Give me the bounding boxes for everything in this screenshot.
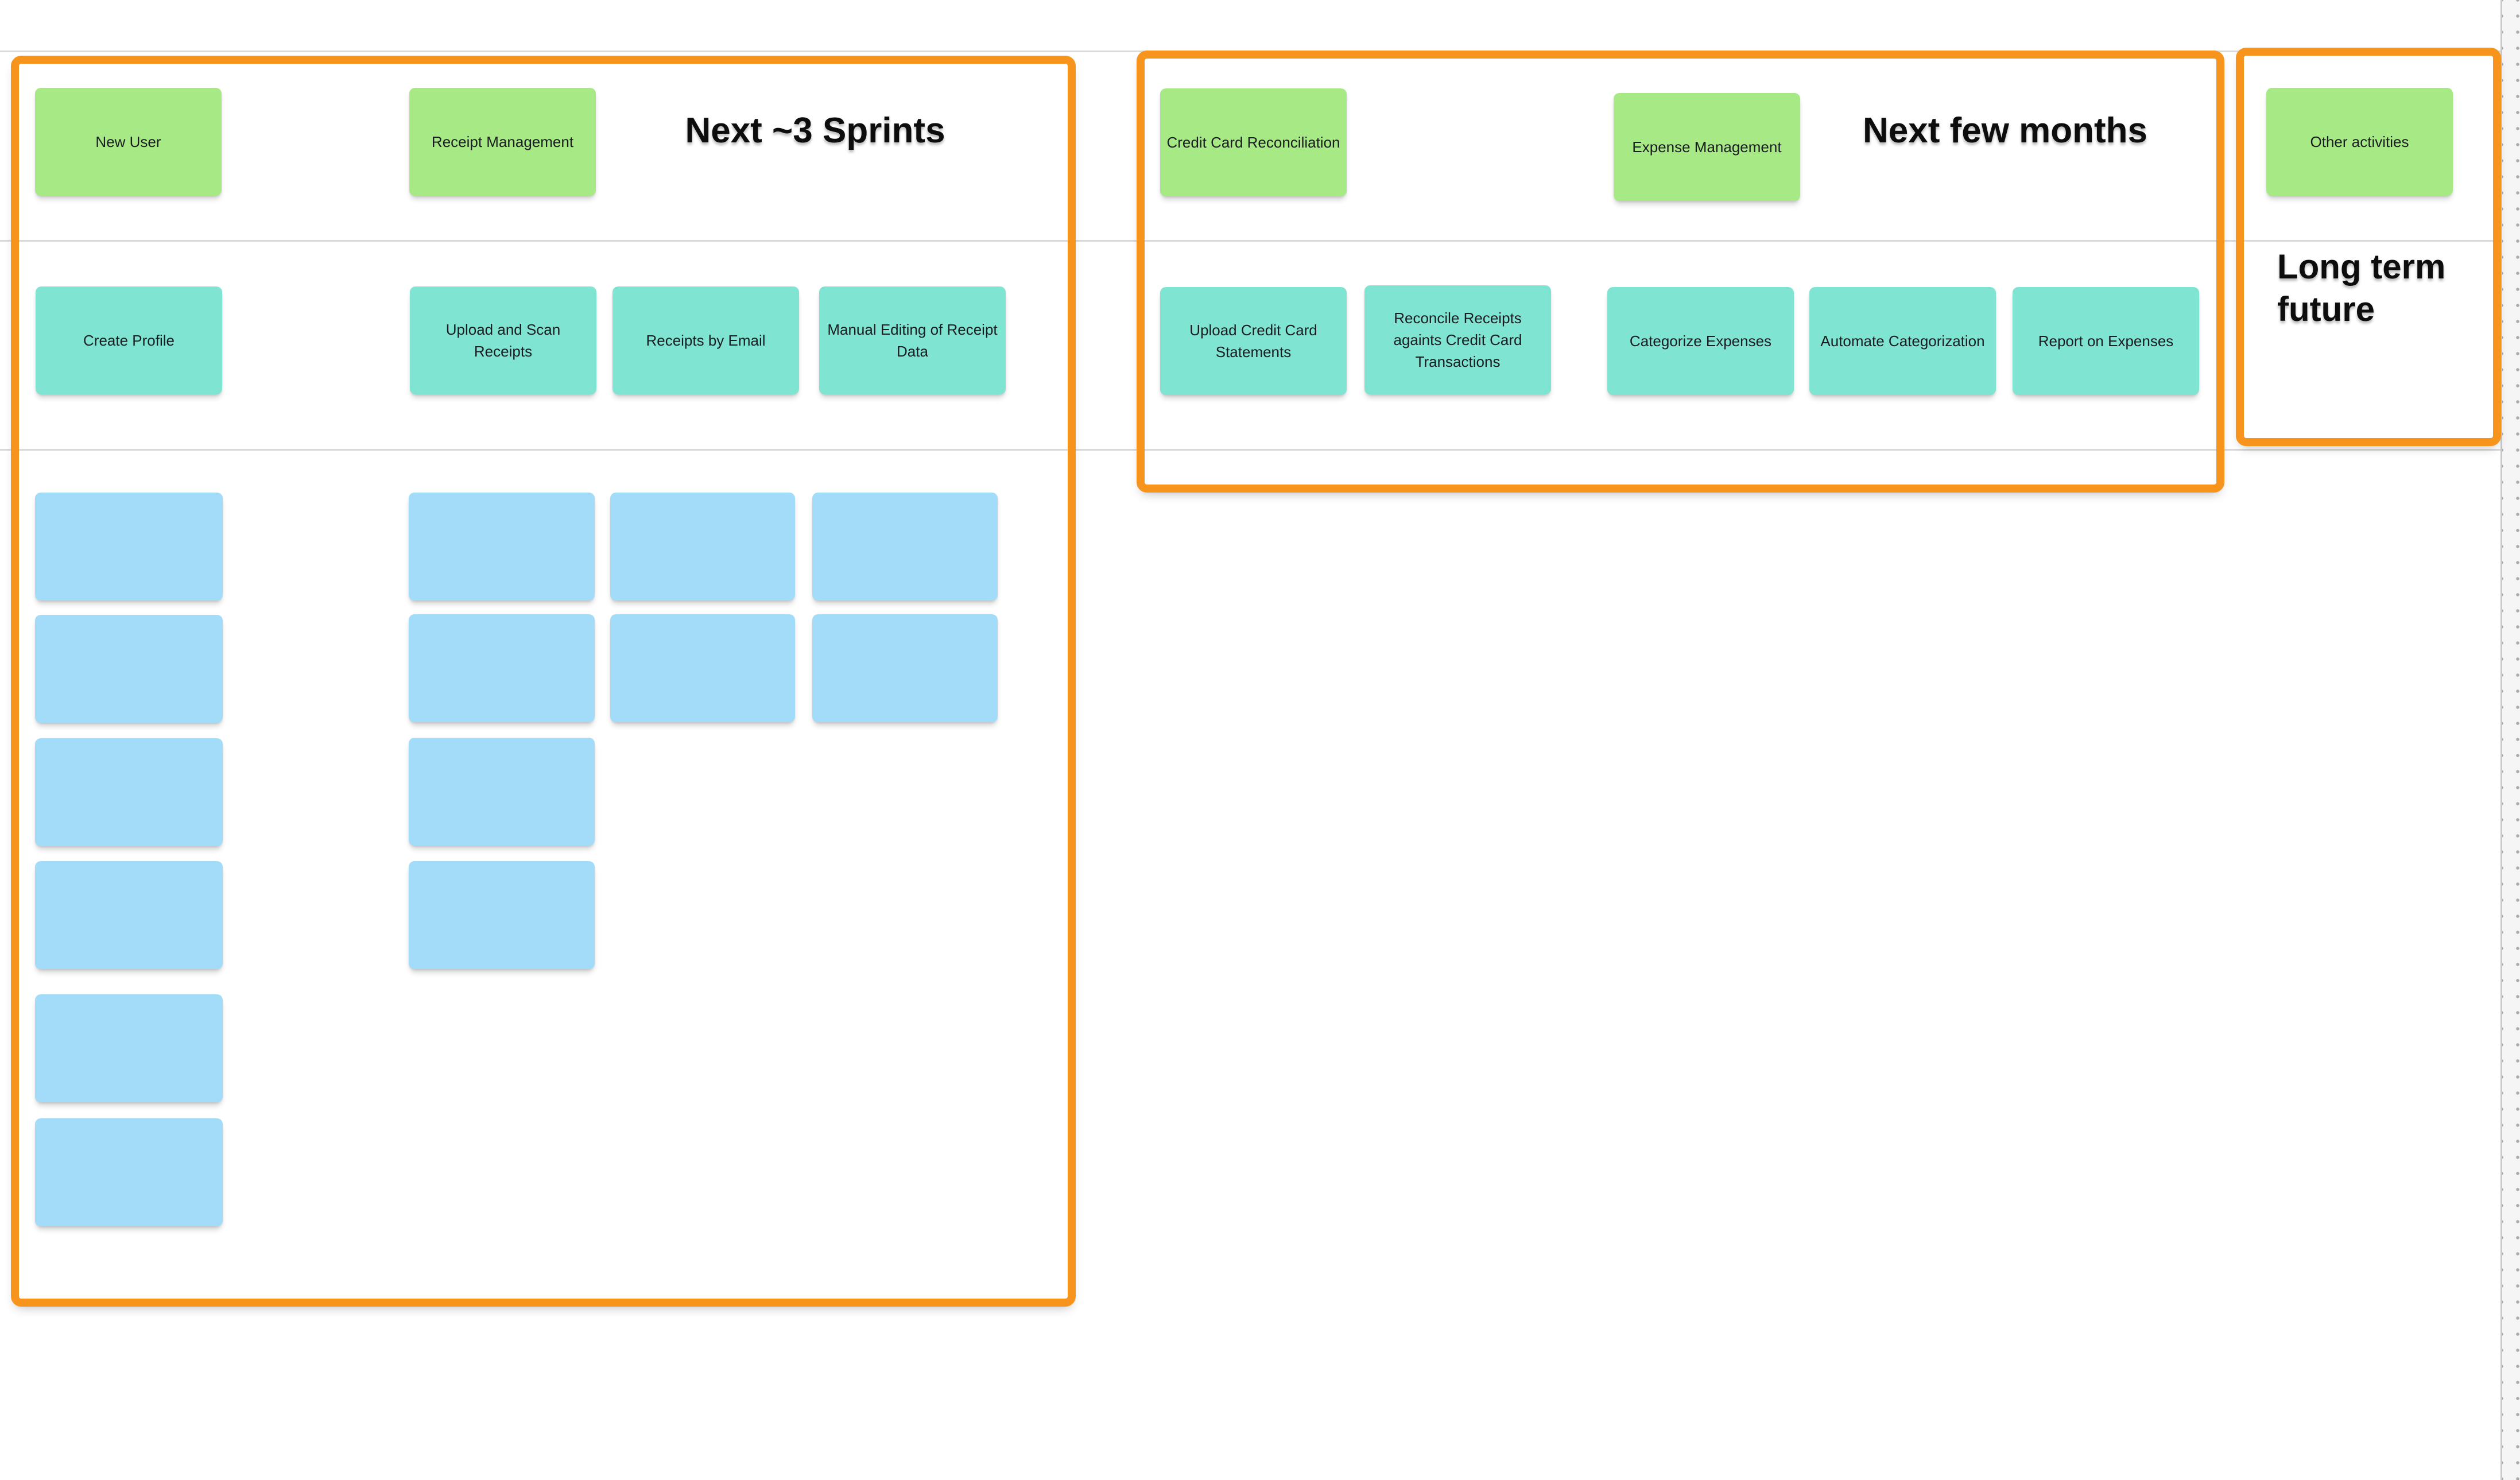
- sticky-note-label: Receipts by Email: [646, 332, 766, 349]
- grid-line-horizontal-3: [0, 449, 2520, 451]
- sticky-note-blank[interactable]: [610, 614, 795, 722]
- sticky-note-label: Other activities: [2310, 133, 2409, 150]
- sticky-note-blank[interactable]: [35, 738, 223, 846]
- sticky-note-create-profile[interactable]: Create Profile: [36, 286, 222, 394]
- sticky-note-other-activities[interactable]: Other activities: [2266, 88, 2453, 196]
- sticky-note-label: Categorize Expenses: [1629, 332, 1772, 350]
- frame-long-term-future[interactable]: [2236, 48, 2501, 446]
- sticky-note-blank[interactable]: [610, 493, 795, 600]
- sticky-note-label: Report on Expenses: [2038, 332, 2174, 350]
- sticky-note-blank[interactable]: [35, 861, 223, 969]
- sticky-note-label: Automate Categorization: [1820, 332, 1985, 350]
- sticky-note-manual-editing-of-receipt-data[interactable]: Manual Editing of Receipt Data: [819, 286, 1006, 394]
- sticky-note-blank[interactable]: [35, 615, 223, 723]
- sticky-note-label: Manual Editing of Receipt Data: [827, 321, 998, 360]
- sticky-note-categorize-expenses[interactable]: Categorize Expenses: [1607, 287, 1794, 395]
- grid-line-horizontal-2: [0, 240, 2520, 242]
- canvas-margin-line: [2500, 0, 2502, 1480]
- frame-next-few-months[interactable]: [1137, 51, 2224, 493]
- sticky-note-automate-categorization[interactable]: Automate Categorization: [1809, 287, 1996, 395]
- frame-title-next-3-sprints[interactable]: Next ~3 Sprints: [685, 111, 945, 150]
- sticky-note-label: New User: [95, 133, 161, 150]
- sticky-note-receipt-management[interactable]: Receipt Management: [409, 88, 596, 196]
- sticky-note-label: Upload and Scan Receipts: [445, 321, 561, 360]
- frame-title-next-few-months[interactable]: Next few months: [1862, 111, 2148, 150]
- sticky-note-credit-card-reconciliation[interactable]: Credit Card Reconciliation: [1160, 88, 1347, 196]
- sticky-note-label: Reconcile Receipts againts Credit Card T…: [1393, 309, 1522, 370]
- sticky-note-blank[interactable]: [35, 493, 223, 600]
- sticky-note-reconcile-receipts-againts-credit-card-transactions[interactable]: Reconcile Receipts againts Credit Card T…: [1364, 285, 1551, 394]
- sticky-note-blank[interactable]: [409, 861, 595, 969]
- sticky-note-blank[interactable]: [35, 1118, 223, 1226]
- frame-next-3-sprints[interactable]: [11, 56, 1076, 1307]
- sticky-note-label: Expense Management: [1632, 138, 1782, 156]
- sticky-note-label: Create Profile: [83, 332, 175, 349]
- sticky-note-upload-credit-card-statements[interactable]: Upload Credit Card Statements: [1160, 287, 1347, 395]
- sticky-note-receipts-by-email[interactable]: Receipts by Email: [612, 286, 799, 394]
- sticky-note-label: Credit Card Reconciliation: [1166, 134, 1340, 151]
- frame-title-long-term-future[interactable]: Long term future: [2277, 247, 2446, 328]
- sticky-note-new-user[interactable]: New User: [35, 88, 222, 196]
- sticky-note-blank[interactable]: [812, 614, 998, 722]
- sticky-note-blank[interactable]: [812, 493, 998, 600]
- sticky-note-upload-and-scan-receipts[interactable]: Upload and Scan Receipts: [410, 286, 596, 394]
- sticky-note-label: Receipt Management: [431, 133, 574, 150]
- sticky-note-expense-management[interactable]: Expense Management: [1614, 93, 1800, 201]
- sticky-note-report-on-expenses[interactable]: Report on Expenses: [2013, 287, 2199, 395]
- sticky-note-label: Upload Credit Card Statements: [1189, 321, 1317, 361]
- sticky-note-blank[interactable]: [35, 994, 223, 1102]
- dot-grid-margin: [2502, 0, 2520, 1480]
- sticky-note-blank[interactable]: [409, 738, 595, 846]
- sticky-note-blank[interactable]: [409, 614, 595, 722]
- sticky-note-blank[interactable]: [409, 493, 595, 600]
